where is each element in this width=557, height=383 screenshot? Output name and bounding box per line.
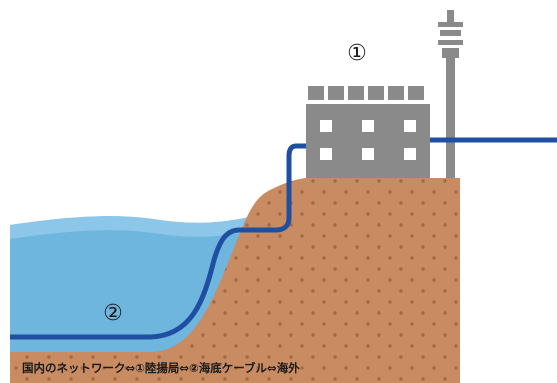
land-soil — [10, 178, 460, 383]
building-window — [362, 120, 374, 132]
diagram-caption: 国内のネットワーク⇔①陸揚局⇔②海底ケーブル⇔海外 — [22, 361, 300, 375]
submarine-cable-marker: ② — [103, 301, 123, 326]
building-window — [320, 148, 332, 160]
antenna-tower-icon — [438, 10, 463, 178]
building-window — [320, 120, 332, 132]
building-window — [362, 148, 374, 160]
landing-station-building — [306, 86, 430, 178]
landing-station-marker: ① — [347, 41, 367, 66]
building-window — [404, 148, 416, 160]
sea-surface — [10, 212, 268, 239]
submarine-cable — [10, 143, 306, 340]
building-window — [404, 120, 416, 132]
